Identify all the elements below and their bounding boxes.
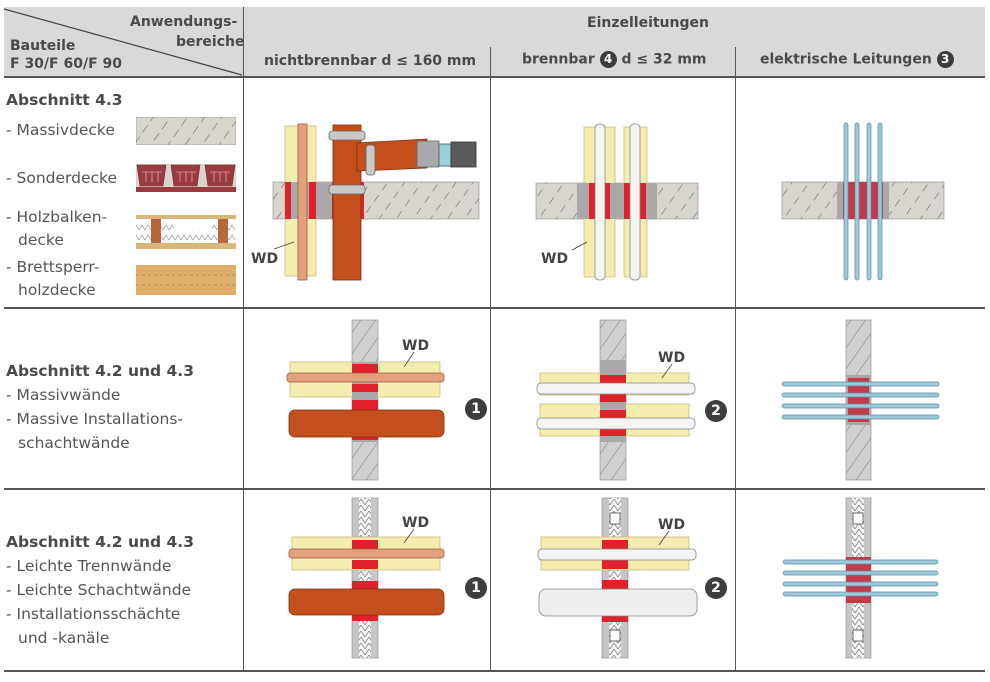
- drawing-lightwall-nichtbrennbar: WD: [288, 497, 445, 659]
- column-divider-1: [243, 7, 244, 670]
- row-2-item-installationsschacht: - Massive Installations-: [6, 410, 184, 428]
- cast-iron-pipe: [288, 409, 445, 438]
- table-header: [4, 7, 985, 77]
- column-header-nichtbrennbar: nichtbrennbar d ≤ 160 mm: [264, 53, 477, 69]
- cable-bundle: [782, 559, 939, 597]
- cast-iron-pipe-vertical: [332, 124, 362, 281]
- plastic-pipe: [536, 417, 696, 430]
- reference-badge-2: 2: [705, 577, 727, 599]
- row-3-item-leichte-trennwaende: - Leichte Trennwände: [6, 557, 172, 575]
- plastic-pipe: [537, 548, 697, 561]
- cable-bundle: [843, 122, 883, 281]
- reference-badge-1: 1: [465, 577, 487, 599]
- group-title-einzelleitungen: Einzelleitungen: [587, 15, 709, 31]
- drawing-lightwall-cables: [782, 497, 939, 659]
- plastic-pipe: [536, 382, 696, 395]
- brettsperrholzdecke-swatch: [136, 265, 236, 295]
- massivdecke-swatch: [136, 117, 236, 145]
- row-1-item-massivdecke: - Massivdecke: [6, 121, 115, 139]
- drawing-wall-brennbar: WD: [536, 319, 696, 481]
- copper-pipe: [286, 372, 445, 383]
- drawing-floor-brennbar: WD: [535, 123, 699, 281]
- row-2-item-massivwaende: - Massivwände: [6, 386, 121, 404]
- copper-pipe: [288, 548, 445, 559]
- header-diagonal-line: [4, 8, 243, 76]
- drawing-floor-cables: [781, 122, 945, 281]
- wd-label: WD: [402, 515, 429, 531]
- column-header-brennbar-diameter: d ≤ 32 mm: [621, 51, 707, 68]
- column-divider-2: [490, 47, 491, 670]
- row-1-item-holzbalkendecke: - Holzbalken-: [6, 208, 108, 226]
- wd-label: WD: [402, 338, 429, 354]
- sonderdecke-swatch: [136, 164, 236, 192]
- corner-label-anwendungs: Anwendungs-: [130, 14, 238, 30]
- row-2-title: Abschnitt 4.2 und 4.3: [6, 362, 194, 380]
- reference-badge-1: 1: [465, 398, 487, 420]
- wd-label: WD: [658, 350, 685, 366]
- drawing-lightwall-brennbar: WD: [537, 497, 698, 659]
- plastic-pipe-large: [538, 588, 698, 617]
- corner-label-bereiche: bereiche: [176, 34, 245, 50]
- row-3-item-installationsschaechte-cont: und -kanäle: [18, 629, 110, 647]
- reference-badge-2: 2: [705, 400, 727, 422]
- cast-iron-pipe: [288, 588, 445, 616]
- row-1-item-brettsperrholzdecke: - Brettsperr-: [6, 258, 100, 276]
- drawing-wall-nichtbrennbar: WD: [286, 319, 445, 481]
- row-1-title: Abschnitt 4.3: [6, 91, 123, 109]
- corner-label-fire-rating: F 30/F 60/F 90: [10, 56, 122, 72]
- plastic-pipe: [594, 123, 606, 281]
- column-header-elektrische: elektrische Leitungen 3: [760, 51, 954, 68]
- wd-label: WD: [658, 517, 685, 533]
- column-divider-3: [735, 47, 736, 670]
- row-3-item-leichte-schachtwaende: - Leichte Schachtwände: [6, 581, 192, 599]
- copper-pipe: [297, 123, 308, 281]
- row-3-item-installationsschaechte: - Installationsschächte: [6, 605, 181, 623]
- fire-protection-table: Anwendungs- bereiche Bauteile F 30/F 60/…: [4, 7, 985, 672]
- column-header-brennbar: brennbar 4 d ≤ 32 mm: [522, 51, 707, 68]
- column-header-brennbar-label: brennbar: [522, 51, 595, 68]
- wd-label: WD: [541, 251, 568, 267]
- column-header-elektrische-label: elektrische Leitungen: [760, 51, 932, 68]
- row-2-item-installationsschacht-cont: schachtwände: [18, 434, 130, 452]
- plastic-pipe: [629, 123, 641, 281]
- row-1-item-brettsperrholzdecke-cont: holzdecke: [18, 281, 96, 299]
- row-1-item-sonderdecke: - Sonderdecke: [6, 169, 117, 187]
- row-3-title: Abschnitt 4.2 und 4.3: [6, 533, 194, 551]
- row-2-bottom-border: [4, 488, 985, 490]
- header-bottom-border: [4, 76, 985, 78]
- footnote-badge-3: 3: [936, 51, 954, 68]
- footnote-badge-4: 4: [599, 51, 617, 68]
- table-bottom-border: [4, 670, 985, 672]
- wd-label: WD: [251, 251, 278, 267]
- holzbalkendecke-swatch: [136, 215, 236, 249]
- drawing-wall-cables: [781, 319, 940, 481]
- row-1-item-holzbalkendecke-cont: decke: [18, 231, 64, 249]
- cable-bundle: [781, 381, 940, 420]
- corner-label-bauteile: Bauteile: [10, 38, 76, 54]
- drawing-floor-nichtbrennbar: WD: [251, 123, 480, 281]
- row-1-bottom-border: [4, 307, 985, 309]
